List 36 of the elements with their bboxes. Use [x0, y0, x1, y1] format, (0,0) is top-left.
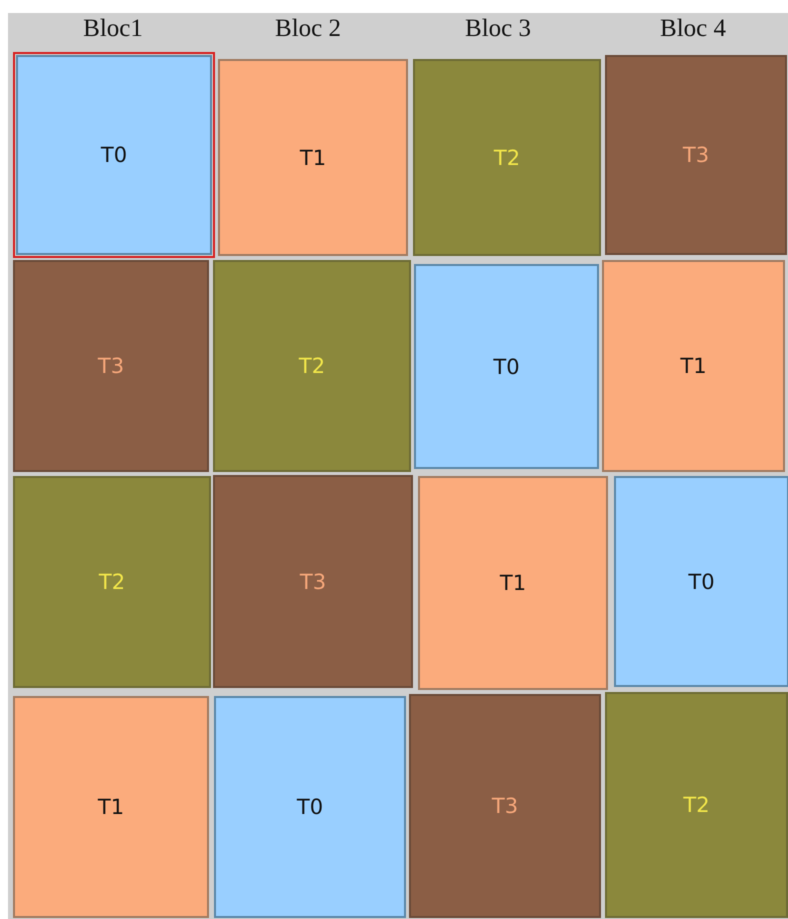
task-label: T0 — [100, 143, 128, 167]
task-label: T0 — [296, 795, 324, 819]
column-header: Bloc 3 — [464, 15, 532, 43]
task-label: T0 — [493, 354, 520, 378]
task-block — [605, 55, 787, 255]
task-block — [213, 260, 411, 472]
task-label: T0 — [688, 570, 715, 594]
task-label: T1 — [500, 571, 526, 595]
task-block — [16, 55, 212, 255]
task-label: T2 — [298, 354, 326, 378]
task-label: T1 — [300, 146, 326, 170]
task-block — [214, 696, 406, 918]
task-label: T3 — [682, 143, 710, 167]
column-header: Bloc 4 — [659, 15, 727, 43]
task-label: T2 — [494, 146, 520, 170]
task-block — [614, 476, 788, 687]
task-block — [13, 476, 211, 688]
task-block — [218, 59, 408, 256]
task-label: T1 — [680, 354, 707, 378]
task-block — [413, 59, 601, 256]
task-block — [13, 260, 209, 472]
task-block — [418, 476, 608, 690]
task-label: T2 — [98, 570, 126, 594]
column-header: Bloc1 — [82, 15, 144, 43]
task-label: T2 — [683, 793, 710, 817]
task-label: T3 — [98, 354, 124, 378]
task-label: T1 — [98, 795, 124, 819]
column-header: Bloc 2 — [274, 15, 342, 43]
task-block — [213, 475, 413, 688]
task-block — [409, 694, 601, 918]
task-block — [602, 260, 785, 472]
task-block — [414, 264, 599, 469]
task-block — [13, 696, 209, 918]
task-label: T3 — [492, 794, 518, 818]
task-block — [605, 692, 788, 918]
task-label: T3 — [300, 570, 326, 594]
